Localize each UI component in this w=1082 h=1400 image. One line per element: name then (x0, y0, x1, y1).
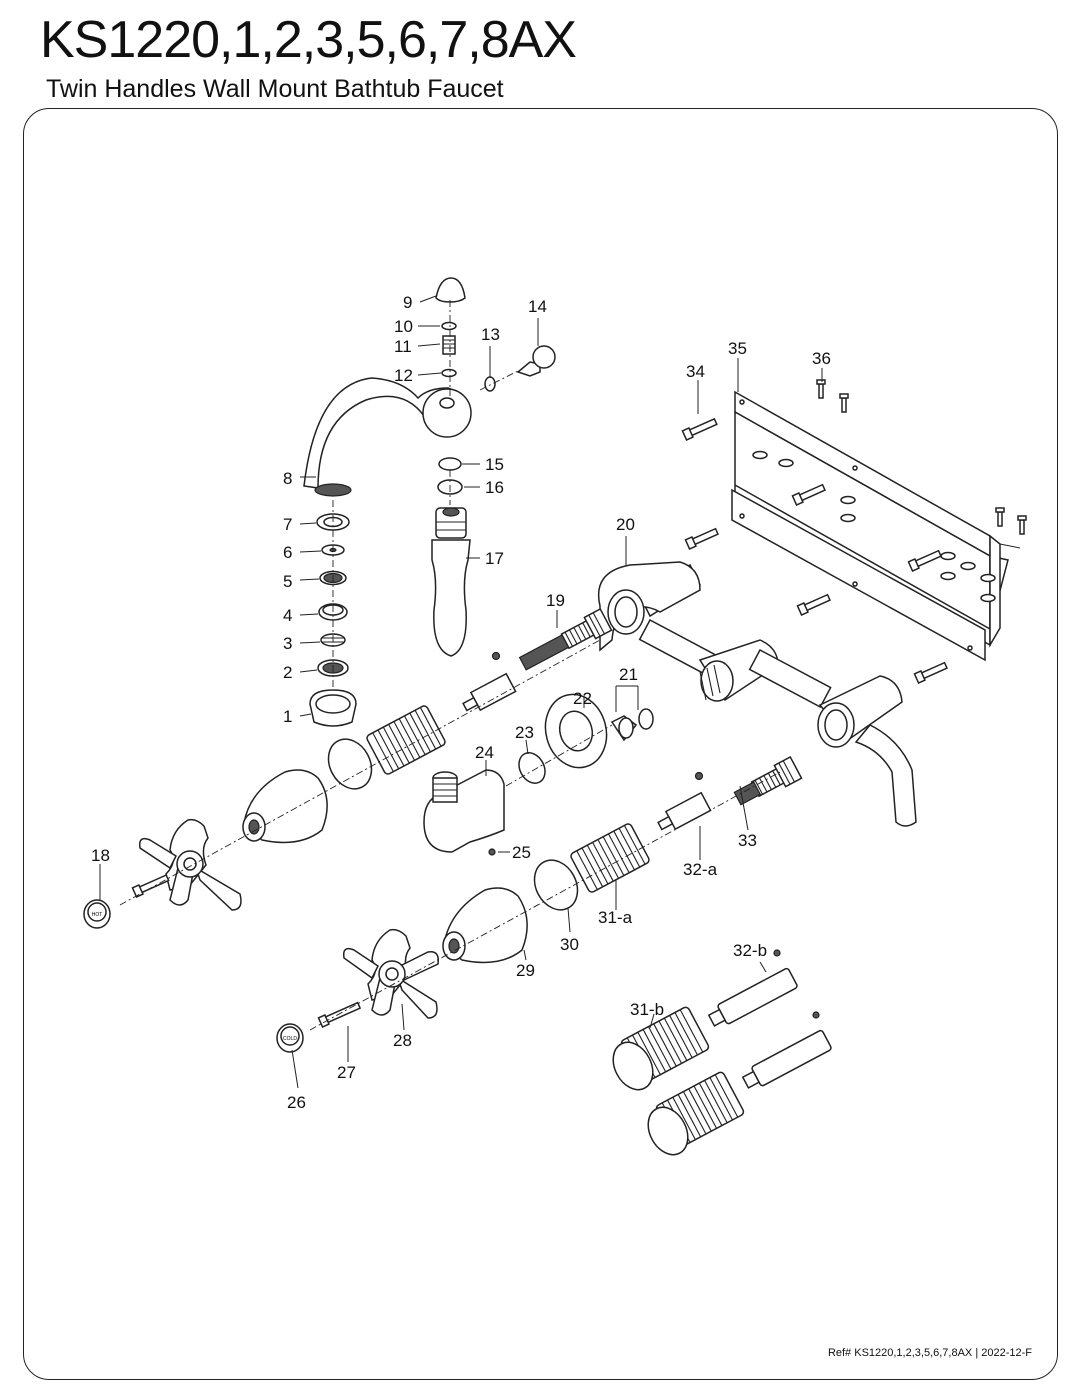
callout-32a: 32-a (683, 860, 718, 879)
callout-18: 18 (91, 846, 110, 865)
extension-kit (612, 949, 832, 1156)
callout-4: 4 (283, 606, 292, 625)
cold-cap-text: COLD (283, 1036, 297, 1042)
callout-29: 29 (516, 961, 535, 980)
callout-27: 27 (337, 1063, 356, 1082)
callout-24: 24 (475, 743, 494, 762)
faucet-body (597, 561, 917, 827)
callout-22: 22 (573, 689, 592, 708)
page-subtitle: Twin Handles Wall Mount Bathtub Faucet (46, 75, 504, 103)
reference-footer: Ref# KS1220,1,2,3,5,6,7,8AX | 2022-12-F (827, 1347, 1032, 1359)
callout-17: 17 (485, 549, 504, 568)
callout-25: 25 (512, 843, 531, 862)
adapter-parts (423, 693, 654, 856)
assembly-centerlines (119, 300, 781, 1031)
callout-19: 19 (546, 591, 565, 610)
callout-34: 34 (686, 362, 705, 381)
leader-lines (99, 295, 823, 1089)
spout (303, 377, 472, 497)
callout-36: 36 (812, 349, 831, 368)
callout-28: 28 (393, 1031, 412, 1050)
callout-3: 3 (283, 634, 292, 653)
callout-16: 16 (485, 478, 504, 497)
callout-labels: 9 10 11 12 13 14 8 7 6 5 4 3 2 1 15 16 1… (91, 293, 831, 1112)
bracket-screws (681, 379, 1027, 684)
callout-32b: 32-b (733, 941, 767, 960)
hot-handle-assembly (83, 818, 242, 929)
callout-20: 20 (616, 515, 635, 534)
callout-31a: 31-a (598, 908, 633, 927)
cold-valve-assembly (442, 755, 803, 964)
callout-7: 7 (283, 515, 292, 534)
callout-23: 23 (515, 723, 534, 742)
callout-30: 30 (560, 935, 579, 954)
mounting-bracket (731, 390, 1021, 662)
callout-10: 10 (394, 317, 413, 336)
hot-cap-text: HOT (92, 912, 103, 918)
callout-5: 5 (283, 572, 292, 591)
cold-handle-assembly (276, 928, 440, 1053)
callout-11: 11 (394, 337, 412, 356)
callout-14: 14 (528, 297, 547, 316)
callout-15: 15 (485, 455, 504, 474)
callout-13: 13 (481, 325, 500, 344)
callout-2: 2 (283, 663, 292, 682)
callout-26: 26 (287, 1093, 306, 1112)
callout-31b: 31-b (630, 1000, 664, 1019)
callout-8: 8 (283, 469, 292, 488)
diverter-assembly (431, 457, 471, 657)
callout-21: 21 (619, 665, 638, 684)
diagram-frame (23, 108, 1058, 1380)
callout-33: 33 (738, 831, 757, 850)
callout-9: 9 (403, 293, 412, 312)
hot-valve-assembly (242, 607, 613, 844)
callout-1: 1 (283, 707, 292, 726)
callout-6: 6 (283, 543, 292, 562)
callout-12: 12 (394, 366, 413, 385)
page-title: KS1220,1,2,3,5,6,7,8AX (40, 11, 577, 69)
callout-35: 35 (728, 339, 747, 358)
spout-top-parts (435, 277, 556, 392)
